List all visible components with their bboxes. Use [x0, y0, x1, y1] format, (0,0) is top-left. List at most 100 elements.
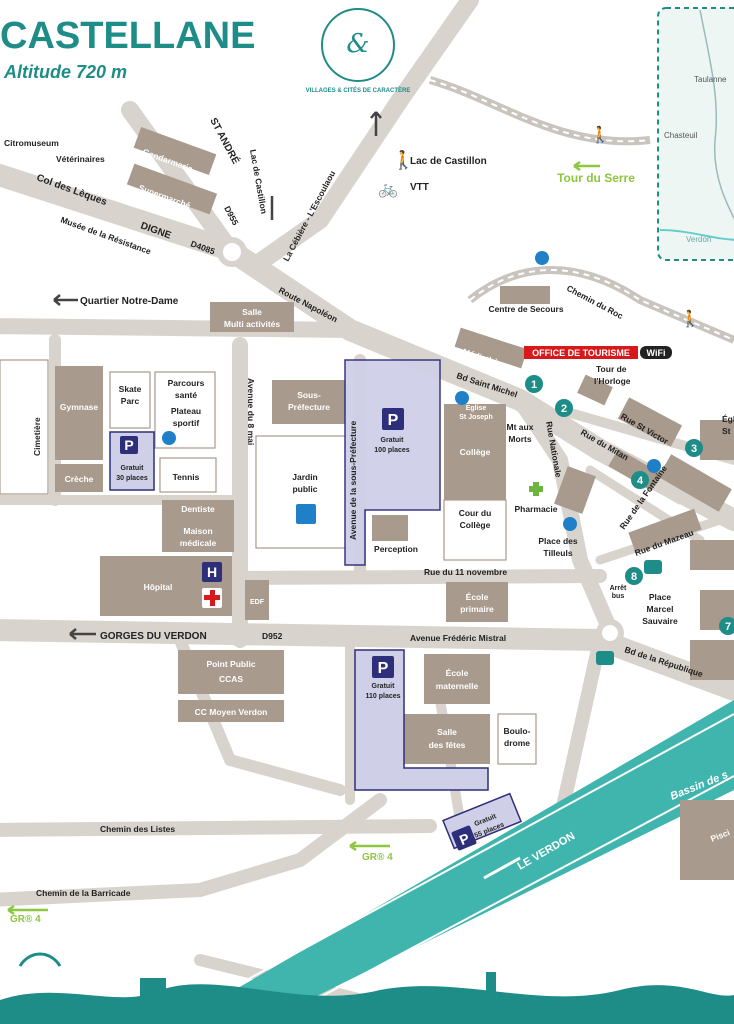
- road-chemin-barricade: Chemin de la Barricade: [36, 888, 131, 898]
- parking-2-label-1: Gratuit: [381, 437, 405, 444]
- label-citromuseum: Citromuseum: [4, 138, 59, 148]
- office-tourisme-badge: [524, 346, 638, 359]
- label-mts-morts-1: Mt aux: [507, 422, 534, 432]
- svg-text:P: P: [388, 412, 399, 429]
- parking-1-label-1: Gratuit: [121, 465, 145, 472]
- road-av-mistral: Avenue Frédéric Mistral: [410, 633, 506, 643]
- outlined-blocks: [0, 359, 537, 765]
- svg-text:&: &: [346, 29, 369, 59]
- label-jardin-1: Jardin: [292, 472, 318, 482]
- arrow-tour-du-serre: [573, 160, 600, 172]
- hospital-h-icon: [202, 562, 222, 582]
- label-point-public-2: CCAS: [219, 674, 243, 684]
- label-wifi: WiFi: [647, 348, 666, 358]
- svg-text:1: 1: [531, 379, 537, 391]
- parking-2-label-2: 100 places: [374, 447, 410, 454]
- parking-p-icons: P P P P: [120, 408, 477, 851]
- label-ecole-maternelle-2: maternelle: [436, 681, 479, 691]
- parking-3-label-2: 110 places: [365, 693, 400, 700]
- label-tennis: Tennis: [173, 472, 200, 482]
- road-d952: D952: [262, 631, 283, 641]
- label-gymnase: Gymnase: [60, 402, 99, 412]
- label-veterinaires: Vétérinaires: [56, 154, 105, 164]
- tour-du-serre-label: Tour du Serre: [557, 171, 635, 185]
- label-salle-fetes-1: Salle: [437, 727, 457, 737]
- label-arret-bus-2: bus: [612, 593, 625, 600]
- inset-place-verdon: Verdon: [686, 235, 711, 244]
- label-college: Collège: [460, 447, 491, 457]
- villages-badge: &: [321, 8, 395, 82]
- bottom-decoration: [0, 952, 734, 1024]
- label-jardin-2: public: [292, 484, 317, 494]
- info-icons: [162, 251, 662, 665]
- bike-icon: 🚲: [378, 179, 398, 198]
- road-d955: D955: [222, 204, 240, 227]
- road-avenue-sous-pref: Avenue de la sous-Préfecture: [348, 421, 358, 540]
- gr4-label: GR® 4: [362, 852, 393, 863]
- lac-castillon-label: Lac de Castillon: [410, 156, 487, 167]
- label-skate-2: Parc: [121, 396, 140, 406]
- vtt-label: VTT: [410, 182, 429, 193]
- label-tour-horloge-2: l'Horloge: [594, 376, 631, 386]
- svg-text:8: 8: [631, 571, 637, 583]
- hiker-icon: 🚶: [392, 149, 414, 171]
- label-maison-medicale-2: médicale: [180, 538, 217, 548]
- label-hopital: Hôpital: [144, 582, 173, 592]
- label-pharmacie: Pharmacie: [515, 504, 558, 514]
- label-parcours-2: santé: [175, 390, 197, 400]
- label-boulodrome-1: Boulo-: [504, 726, 531, 736]
- label-ecole-maternelle-1: École: [446, 668, 469, 678]
- inset-map: [657, 7, 734, 261]
- road-avenue-8-mai: Avenue du 8 mai: [246, 378, 256, 445]
- svg-text:4: 4: [637, 475, 644, 487]
- inset-place-taulanne: Taulanne: [694, 75, 727, 84]
- label-eglise-partial-2: St: [722, 426, 731, 436]
- label-edf: EDF: [250, 599, 265, 606]
- label-parcours-1: Parcours: [168, 378, 205, 388]
- gr4-label-left: GR® 4: [10, 914, 41, 925]
- label-cc-moyen-verdon: CC Moyen Verdon: [195, 707, 268, 717]
- roundabout: [596, 619, 624, 647]
- parking-3-label-1: Gratuit: [372, 683, 396, 690]
- label-tour-horloge-1: Tour de: [596, 364, 627, 374]
- buildings-layer: [55, 126, 734, 880]
- svg-text:3: 3: [691, 443, 697, 455]
- road-lac-castillon: Lac de Castillon: [248, 149, 269, 215]
- label-sous-pref-2: Préfecture: [288, 402, 330, 412]
- label-salle-multi-2: Multi activités: [224, 319, 280, 329]
- label-arret-bus-1: Arrêt: [610, 585, 627, 592]
- arrow-gr4-left: [7, 904, 48, 916]
- label-ecole-primaire-2: primaire: [460, 604, 494, 614]
- page-subtitle: Altitude 720 m: [3, 62, 127, 82]
- label-eglise-sj-1: Eglise: [466, 405, 487, 412]
- inset-place-chasteuil: Chasteuil: [664, 131, 698, 140]
- label-cour-college-2: Collège: [460, 520, 491, 530]
- road-quartier-nd: Quartier Notre-Dame: [80, 296, 179, 307]
- label-office-tourisme: OFFICE DE TOURISME: [532, 348, 630, 358]
- hiker-icon: 🚶: [680, 309, 700, 328]
- badge-text: VILLAGES & CITÉS DE CARACTÈRE: [306, 86, 411, 94]
- label-eglise-sj-2: St Joseph: [459, 414, 492, 421]
- road-gorges-verdon: GORGES DU VERDON: [100, 631, 207, 642]
- label-place-marcel-2: Marcel: [647, 604, 674, 614]
- label-dentiste: Dentiste: [181, 504, 215, 514]
- road-chemin-listes: Chemin des Listes: [100, 824, 175, 834]
- road-rue-11-nov: Rue du 11 novembre: [424, 567, 507, 577]
- label-place-marcel-3: Sauvaire: [642, 616, 678, 626]
- label-place-marcel-1: Place: [649, 592, 671, 602]
- svg-text:P: P: [378, 660, 389, 677]
- label-eglise-partial-1: Égl: [722, 414, 734, 424]
- label-cour-college-1: Cour du: [459, 508, 492, 518]
- label-plateau-1: Plateau: [171, 406, 201, 416]
- parking-1-label-2: 30 places: [116, 475, 148, 482]
- label-mts-morts-2: Morts: [508, 434, 531, 444]
- label-place-tilleuls-2: Tilleuls: [543, 548, 572, 558]
- label-skate-1: Skate: [119, 384, 142, 394]
- svg-text:2: 2: [561, 403, 567, 415]
- numbered-markers: 1 2 3 4 8 7: [525, 375, 734, 635]
- label-creche: Crèche: [65, 474, 94, 484]
- label-centre-secours: Centre de Secours: [488, 304, 563, 314]
- river-le-verdon: [200, 700, 734, 1024]
